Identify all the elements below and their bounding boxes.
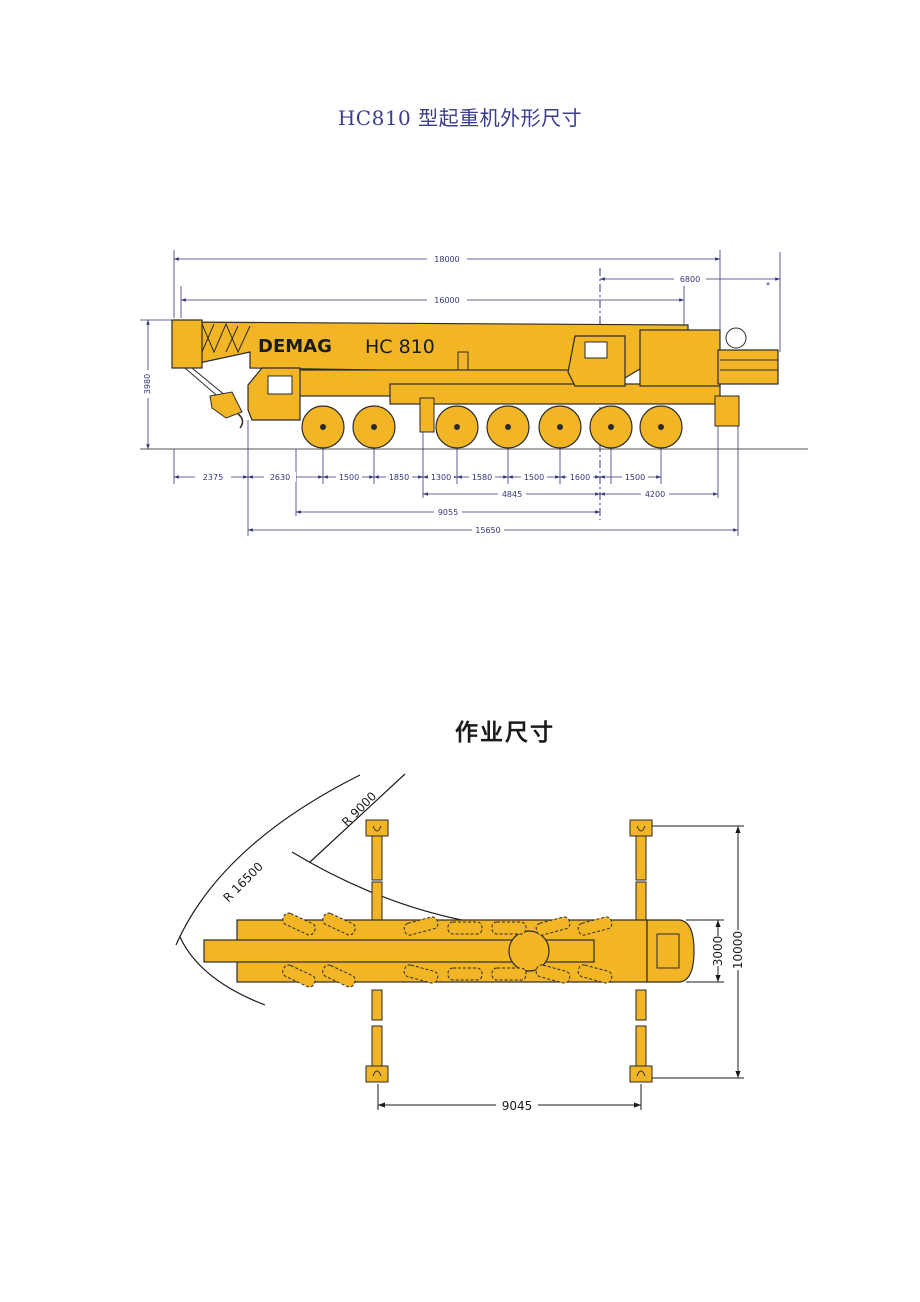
document-title: HC810 型起重机外形尺寸 xyxy=(337,106,583,130)
wheel xyxy=(301,405,345,449)
outriggers xyxy=(365,819,653,1083)
dim-height: 3980 xyxy=(143,374,152,394)
dim-axle-1-2: 1500 xyxy=(339,473,359,482)
dim-carrier-width: 3000 xyxy=(711,936,725,967)
wheel-pair xyxy=(491,921,527,981)
section-title: 作业尺寸 xyxy=(455,720,555,746)
wheel-pair xyxy=(447,921,483,981)
wheel xyxy=(538,405,582,449)
dim-outrigger-span-length: 9045 xyxy=(502,1099,533,1113)
dim-overall-top: 18000 xyxy=(434,255,459,264)
model-label: HC 810 xyxy=(365,336,435,358)
wheel xyxy=(639,405,683,449)
dim-axle-3-4: 1300 xyxy=(431,473,451,482)
dim-axle-group: 4845 xyxy=(502,490,522,499)
dim-rear-offset: 6800 xyxy=(680,275,700,284)
crane-side-view-drawing: DEMAG HC 810 xyxy=(140,250,808,536)
wheel-pair xyxy=(403,916,439,984)
wheel xyxy=(435,405,479,449)
dim-outrigger-span-width: 10000 xyxy=(731,931,745,969)
dim-axle1-to-slew: 9055 xyxy=(438,508,458,517)
crane-top-view-drawing: 9045 10000 3000 R 16500 R 9000 xyxy=(175,773,745,1113)
dim-rear-section: 4200 xyxy=(645,490,665,499)
dim-axle-6-slew: 1600 xyxy=(570,473,590,482)
wheel-pair xyxy=(322,912,356,988)
dim-front-overhang: 2375 xyxy=(203,473,223,482)
wheel-pair xyxy=(535,916,571,984)
dim-tail-mark: * xyxy=(766,281,770,290)
wheel xyxy=(352,405,396,449)
dim-overall-bottom: 15650 xyxy=(475,526,500,535)
wheel xyxy=(589,405,633,449)
dim-cab-to-axle1: 2630 xyxy=(270,473,290,482)
dim-slew-to-axle7: 1500 xyxy=(625,473,645,482)
dim-axle-2-3: 1850 xyxy=(389,473,409,482)
wheel xyxy=(486,405,530,449)
crane-carrier xyxy=(247,327,779,433)
dim-axle-5-6: 1500 xyxy=(524,473,544,482)
dim-boom-length: 16000 xyxy=(434,296,459,305)
radius-outer-label: R 16500 xyxy=(220,859,265,904)
brand-label: DEMAG xyxy=(258,336,332,357)
wheel-pair xyxy=(282,912,316,988)
top-view-wheels xyxy=(282,912,613,988)
dim-axle-4-5: 1580 xyxy=(472,473,492,482)
wheel-pair xyxy=(577,916,613,984)
crane-wheels xyxy=(301,405,683,449)
